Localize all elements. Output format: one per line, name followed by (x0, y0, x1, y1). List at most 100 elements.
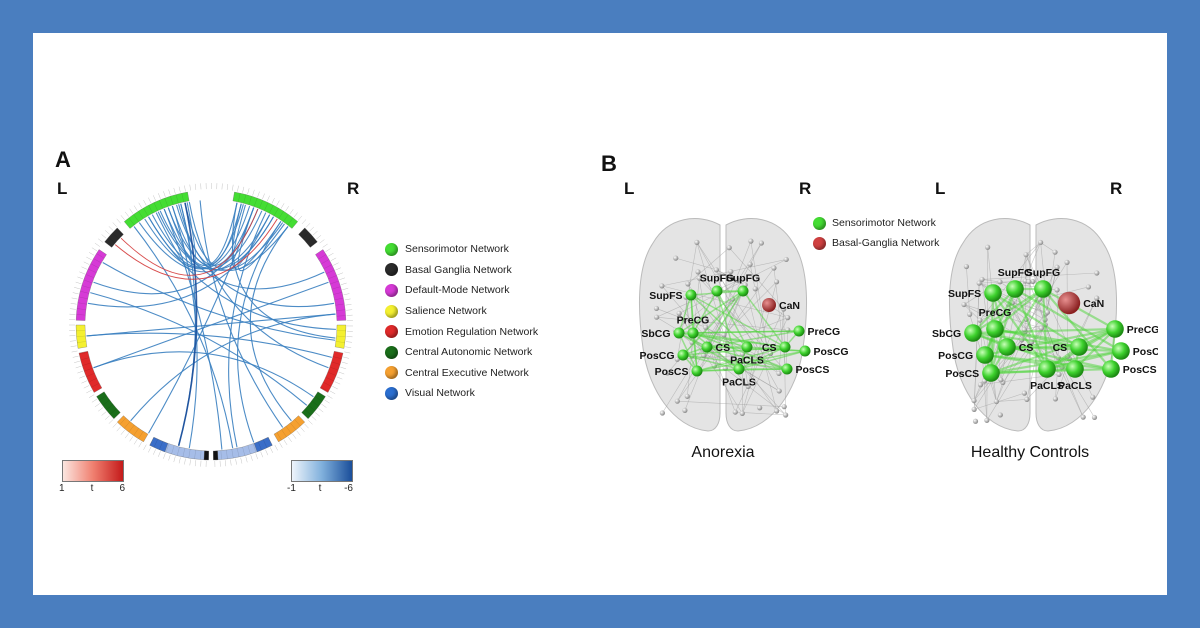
background-node (653, 305, 660, 312)
background-node (1080, 414, 1086, 420)
legend-dot (813, 216, 826, 230)
node-supfg (737, 285, 749, 297)
background-node (654, 314, 660, 320)
t-scale-red-ticks: 1 t 6 (59, 483, 125, 494)
connection-line (228, 212, 267, 448)
background-node (1085, 284, 1092, 290)
node-pacls (741, 341, 753, 353)
panel-b-letter: B (601, 151, 617, 176)
legend-item-salience: Salience Network (385, 301, 538, 322)
segment-emotion-right (319, 351, 344, 393)
node-can (762, 298, 776, 312)
node-label: CaN (779, 300, 800, 312)
node-label: PosCG (1133, 346, 1158, 358)
background-node (757, 405, 763, 411)
node-precg (793, 325, 805, 337)
background-node (1038, 239, 1044, 246)
panel-a-right-label: R (347, 179, 360, 198)
node-label: PreCG (677, 315, 710, 327)
background-node (1091, 414, 1098, 421)
background-node (1094, 295, 1100, 301)
node-label: SupFS (948, 288, 981, 300)
connection-line (93, 351, 314, 398)
legend-item-visual: Visual Network (385, 383, 538, 404)
background-node (977, 317, 983, 323)
segment-executive-right (273, 415, 305, 443)
node-precg (687, 327, 699, 339)
network-legend: Sensorimotor Network Basal Ganglia Netwo… (385, 239, 538, 404)
legend-dot (385, 386, 398, 400)
connection-line (177, 202, 198, 446)
connection-line (120, 208, 259, 276)
background-node (985, 244, 991, 250)
node-poscg (799, 345, 811, 357)
background-node (673, 255, 679, 261)
background-node (997, 412, 1003, 418)
legend-item-emotion-regulation: Emotion Regulation Network (385, 321, 538, 342)
background-node (682, 407, 688, 414)
segment-autonomic-left (96, 391, 121, 419)
t-scale-red (62, 460, 124, 482)
node-label: SbCG (641, 328, 670, 340)
legend-dot (385, 283, 398, 297)
segment-default-mode-left (75, 249, 107, 321)
segment-emotion-left (78, 351, 103, 393)
anorexia-left-label: L (624, 179, 635, 198)
connection-line (138, 214, 271, 273)
legend-dot (385, 366, 398, 380)
node-poscs (1102, 360, 1120, 378)
node-supfs (685, 289, 697, 301)
background-node (674, 398, 680, 404)
legend-item-sensorimotor: Sensorimotor Network (385, 239, 538, 260)
background-node (1052, 249, 1058, 255)
background-node (1052, 396, 1059, 402)
node-cs (1070, 338, 1088, 356)
background-node (752, 286, 758, 292)
background-node (977, 382, 984, 388)
background-node (735, 277, 741, 283)
legend-item-basal-ganglia: Basal-Ganglia Network (813, 233, 939, 253)
node-label: CaN (1083, 298, 1104, 310)
node-sbcg (964, 324, 982, 342)
connection-line (86, 332, 332, 358)
background-node (773, 279, 780, 285)
legend-dot (385, 345, 398, 359)
background-node (781, 404, 787, 410)
background-node (1094, 270, 1100, 276)
anorexia-right-label: R (799, 179, 812, 198)
node-label: PaCLS (730, 355, 764, 367)
node-label: PosCG (639, 350, 674, 362)
node-supfg (711, 285, 723, 297)
node-label: CS (716, 342, 731, 354)
connection-line (148, 207, 255, 434)
background-node (963, 263, 970, 270)
connection-line (133, 226, 234, 449)
node-pacls (733, 363, 745, 375)
connection-line (249, 226, 292, 422)
node-precg (986, 320, 1004, 338)
legend-item-sensorimotor: Sensorimotor Network (813, 213, 939, 233)
background-node (726, 245, 732, 251)
caption-healthy-controls: Healthy Controls (970, 444, 1090, 461)
connection-line (86, 313, 336, 337)
background-node (783, 412, 789, 418)
connection-line (102, 262, 336, 341)
node-label: CS (1053, 342, 1068, 354)
node-label: PaCLS (1058, 380, 1092, 392)
node-label: PosCG (814, 346, 849, 358)
background-node (747, 261, 753, 267)
segment-default-mode-right (315, 249, 347, 321)
background-node (783, 256, 789, 263)
connection-line (148, 216, 336, 330)
node-label: PaCLS (722, 377, 756, 389)
segment-salience-left (75, 324, 88, 349)
node-poscs (982, 364, 1000, 382)
legend-dot (385, 304, 398, 318)
connection-line (237, 207, 285, 271)
background-node (993, 398, 1000, 405)
background-node (1021, 390, 1028, 396)
node-label: PreCG (808, 326, 841, 338)
node-supfg (1034, 280, 1052, 298)
connection-line (163, 202, 238, 267)
